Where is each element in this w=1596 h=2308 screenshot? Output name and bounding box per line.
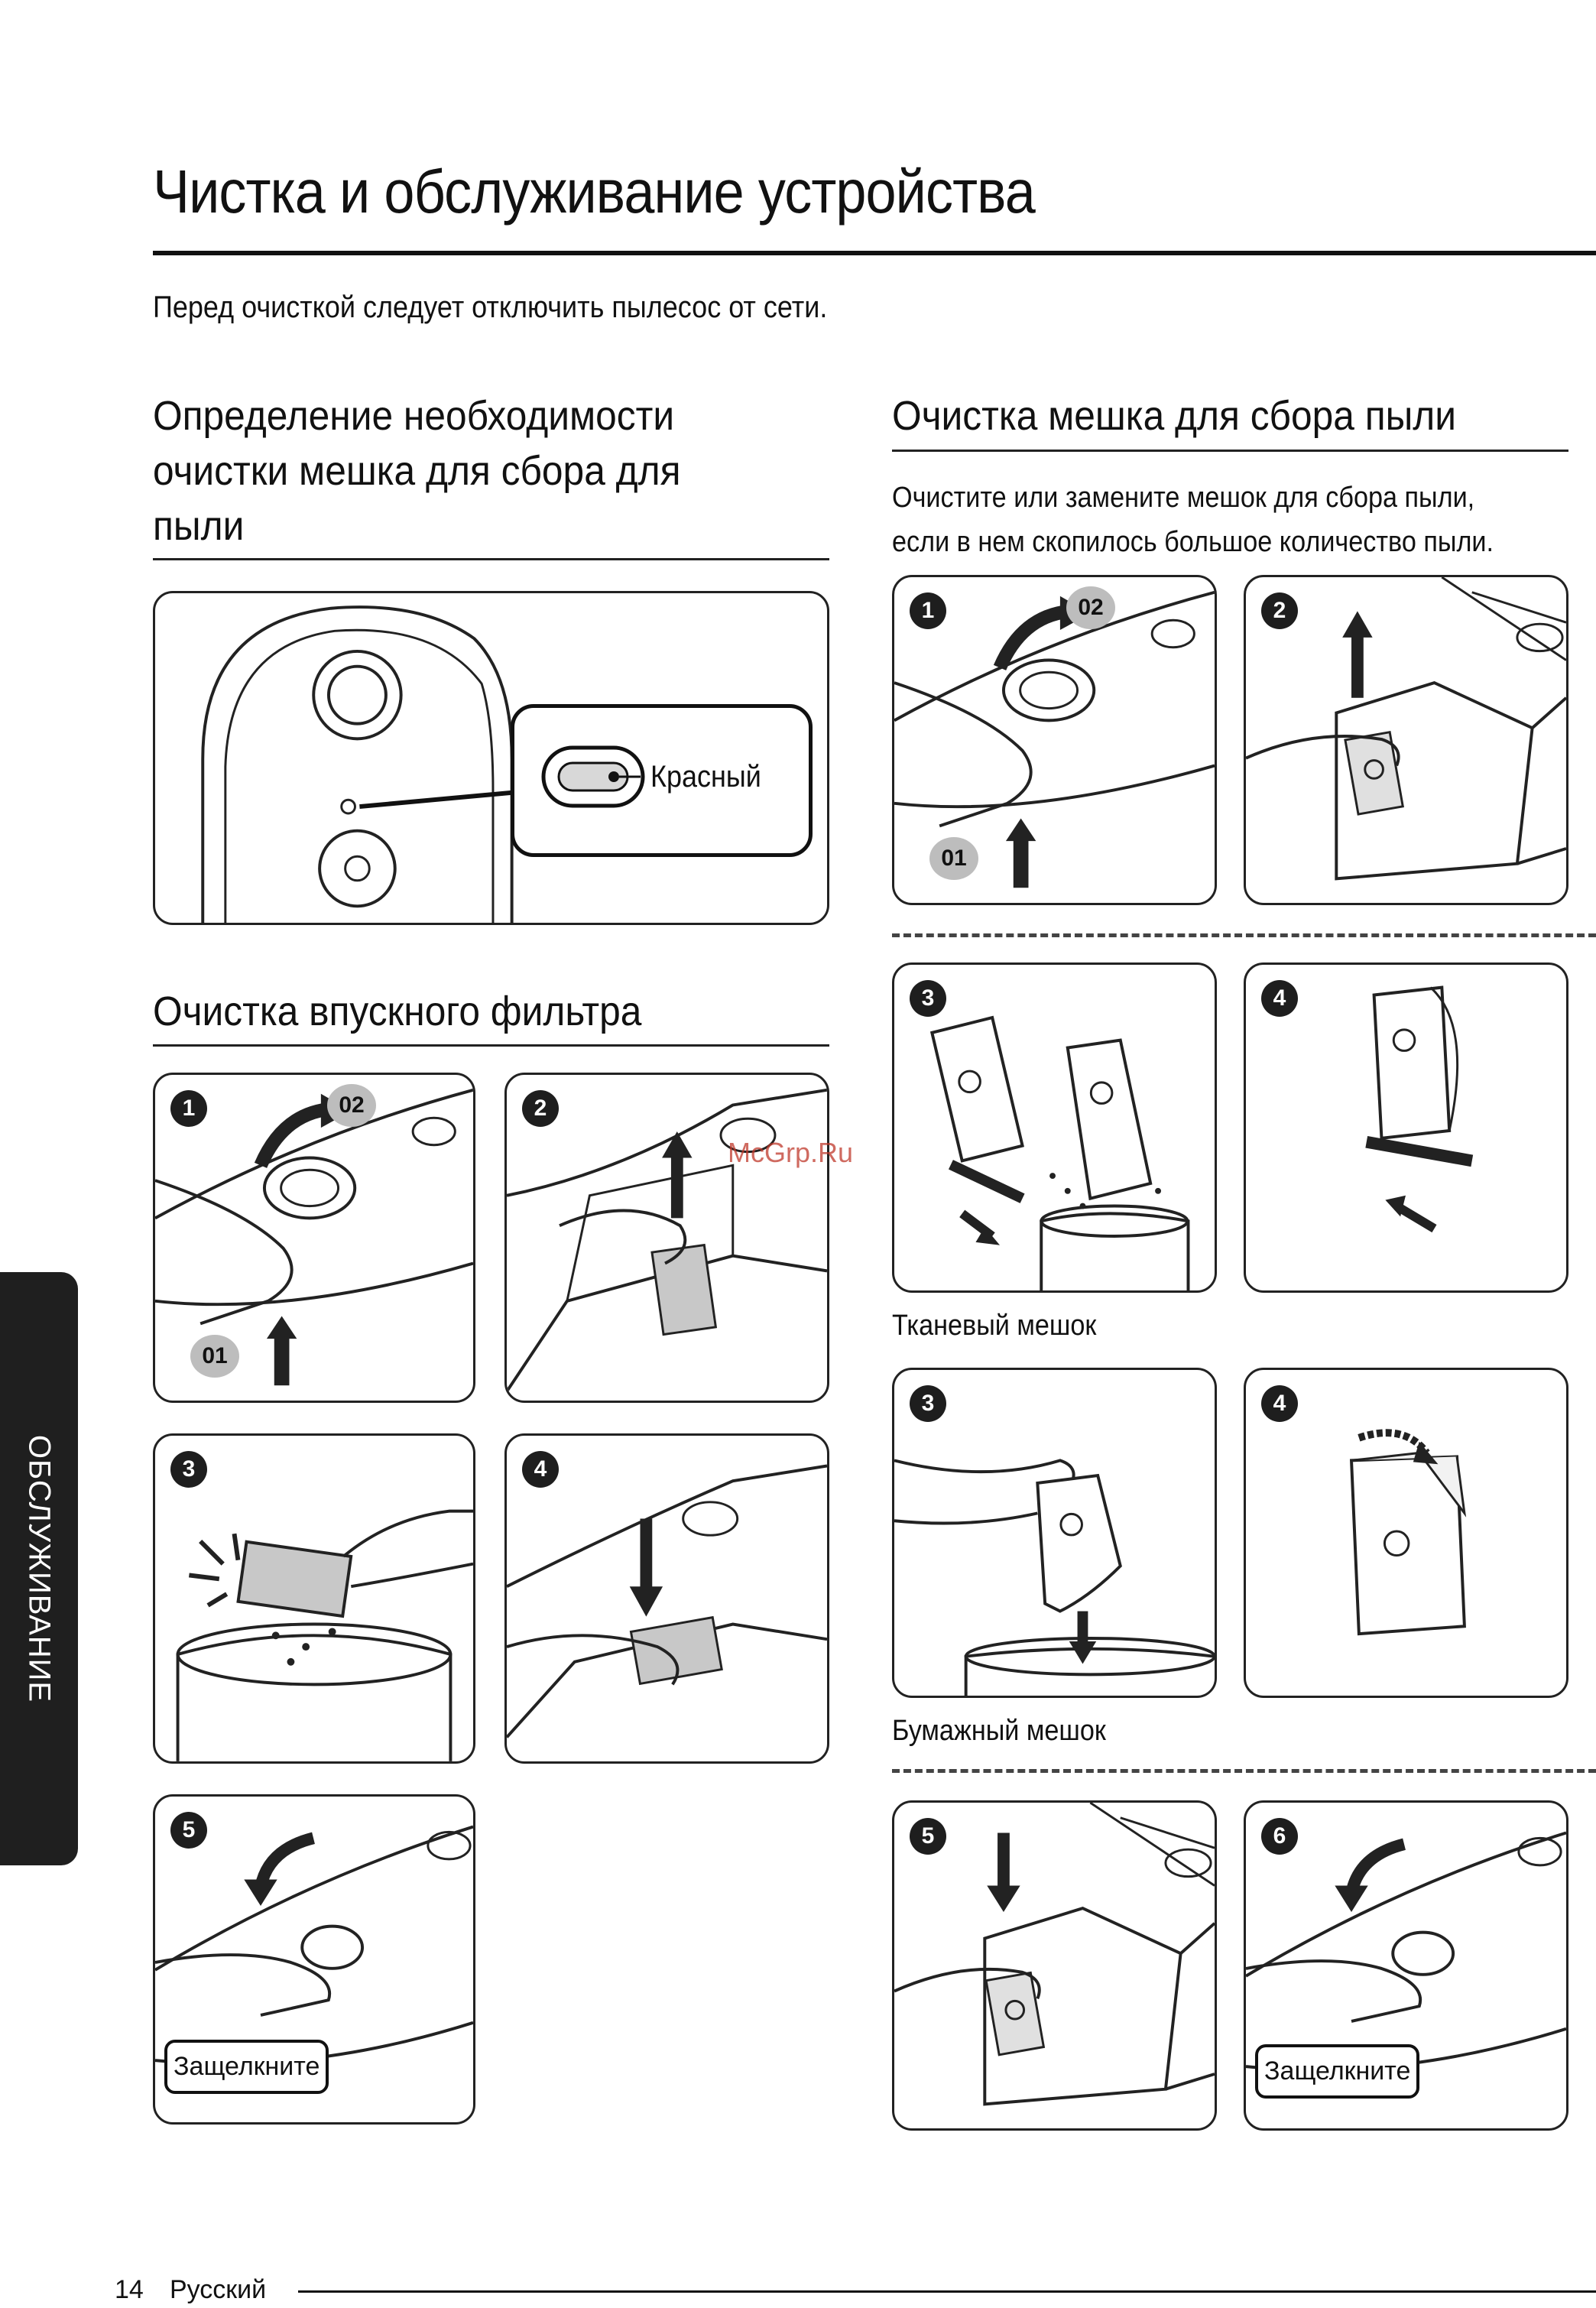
bag-step-2-badge: 2 — [1261, 592, 1298, 629]
filter-step-5-illustration — [155, 1825, 473, 2066]
filter-step-3-illustration — [176, 1509, 473, 1761]
bag-cloth-step-4-badge: 4 — [1261, 980, 1298, 1017]
footer-language: Русский — [170, 2275, 267, 2304]
bag-section-divider — [892, 450, 1568, 452]
bag-paper-step-4-badge: 4 — [1261, 1385, 1298, 1422]
determine-section-divider — [153, 558, 829, 560]
bag-step-5-illustration — [894, 1803, 1215, 2106]
bag-step-1-badge: 1 — [910, 592, 946, 629]
determine-title-line-3: пыли — [153, 503, 245, 549]
indicator-illustration: Красный — [153, 591, 829, 925]
bag-paper-step-3-illustration — [894, 1459, 1215, 1696]
bag-step-5-panel: 5 — [892, 1800, 1217, 2131]
filter-step-2-panel: 2 — [504, 1073, 829, 1403]
filter-step-3-badge: 3 — [170, 1451, 207, 1488]
page-number: 14 — [115, 2275, 144, 2304]
page-title: Чистка и обслуживание устройства — [153, 157, 1036, 226]
indicator-red-label: Красный — [650, 760, 761, 794]
filter-section-title: Очистка впускного фильтра — [153, 988, 642, 1034]
filter-step-4-panel: 4 — [504, 1433, 829, 1764]
side-tab-label: ОБСЛУЖИВАНИЕ — [22, 1434, 57, 1703]
bag-dashed-separator-1 — [892, 933, 1596, 937]
bag-step-2-panel: 2 — [1244, 575, 1568, 905]
determine-title-line-2: очистки мешка для сбора для — [153, 448, 681, 494]
title-divider — [153, 251, 1596, 255]
indicator-callout: Красный — [511, 704, 813, 857]
bag-step-6-panel: 6 Защелкните — [1244, 1800, 1568, 2131]
bag-cloth-step-4-panel: 4 — [1244, 962, 1568, 1293]
filter-step-1-badge: 1 — [170, 1090, 207, 1127]
bag-step-1-sub-01-badge: 01 — [929, 837, 978, 880]
bag-cloth-step-3-illustration — [929, 1015, 1190, 1290]
bag-dashed-separator-2 — [892, 1769, 1596, 1773]
bag-paper-step-4-panel: 4 — [1244, 1368, 1568, 1698]
filter-section-divider — [153, 1044, 829, 1047]
filter-step-5-badge: 5 — [170, 1812, 207, 1849]
bag-step-5-badge: 5 — [910, 1818, 946, 1855]
vacuum-top-illustration — [201, 605, 565, 923]
bag-click-label: Защелкните — [1255, 2044, 1420, 2099]
filter-step-2-illustration — [507, 1088, 827, 1393]
filter-step-2-badge: 2 — [522, 1090, 559, 1127]
bag-description-line-1: Очистите или замените мешок для сбора пы… — [892, 482, 1475, 514]
filter-step-5-panel: 5 Защелкните — [153, 1794, 475, 2125]
bag-description: Очистите или замените мешок для сбора пы… — [892, 476, 1494, 564]
filter-step-4-illustration — [507, 1464, 827, 1738]
bag-paper-step-4-illustration — [1349, 1429, 1467, 1636]
footer-divider — [298, 2290, 1596, 2293]
filter-step-1-sub-02-badge: 02 — [327, 1084, 376, 1127]
bag-cloth-step-3-panel: 3 — [892, 962, 1217, 1293]
bag-paper-step-3-badge: 3 — [910, 1385, 946, 1422]
determine-title-line-1: Определение необходимости — [153, 393, 675, 439]
filter-step-4-badge: 4 — [522, 1451, 559, 1488]
determine-section-title: Определение необходимости очистки мешка … — [153, 388, 681, 553]
filter-step-1-panel: 1 02 01 — [153, 1073, 475, 1403]
section-side-tab: ОБСЛУЖИВАНИЕ — [0, 1272, 78, 1865]
indicator-lamp-icon — [541, 745, 645, 808]
bag-step-6-badge: 6 — [1261, 1818, 1298, 1855]
cloth-bag-caption: Тканевый мешок — [892, 1310, 1097, 1342]
bag-step-1-panel: 1 02 01 — [892, 575, 1217, 905]
bag-cloth-step-3-badge: 3 — [910, 980, 946, 1017]
intro-text: Перед очисткой следует отключить пылесос… — [153, 291, 828, 324]
bag-paper-step-3-panel: 3 — [892, 1368, 1217, 1698]
bag-cloth-step-4-illustration — [1365, 985, 1474, 1233]
bag-step-2-illustration — [1246, 577, 1566, 881]
paper-bag-caption: Бумажный мешок — [892, 1715, 1106, 1747]
filter-step-3-panel: 3 — [153, 1433, 475, 1764]
bag-description-line-2: если в нем скопилось большое количество … — [892, 526, 1494, 558]
bag-step-1-sub-02-badge: 02 — [1066, 586, 1115, 629]
filter-step-1-sub-01-badge: 01 — [190, 1335, 239, 1378]
watermark-text: McGrp.Ru — [728, 1137, 854, 1168]
filter-click-label: Защелкните — [164, 2040, 329, 2094]
bag-section-title: Очистка мешка для сбора пыли — [892, 393, 1457, 439]
